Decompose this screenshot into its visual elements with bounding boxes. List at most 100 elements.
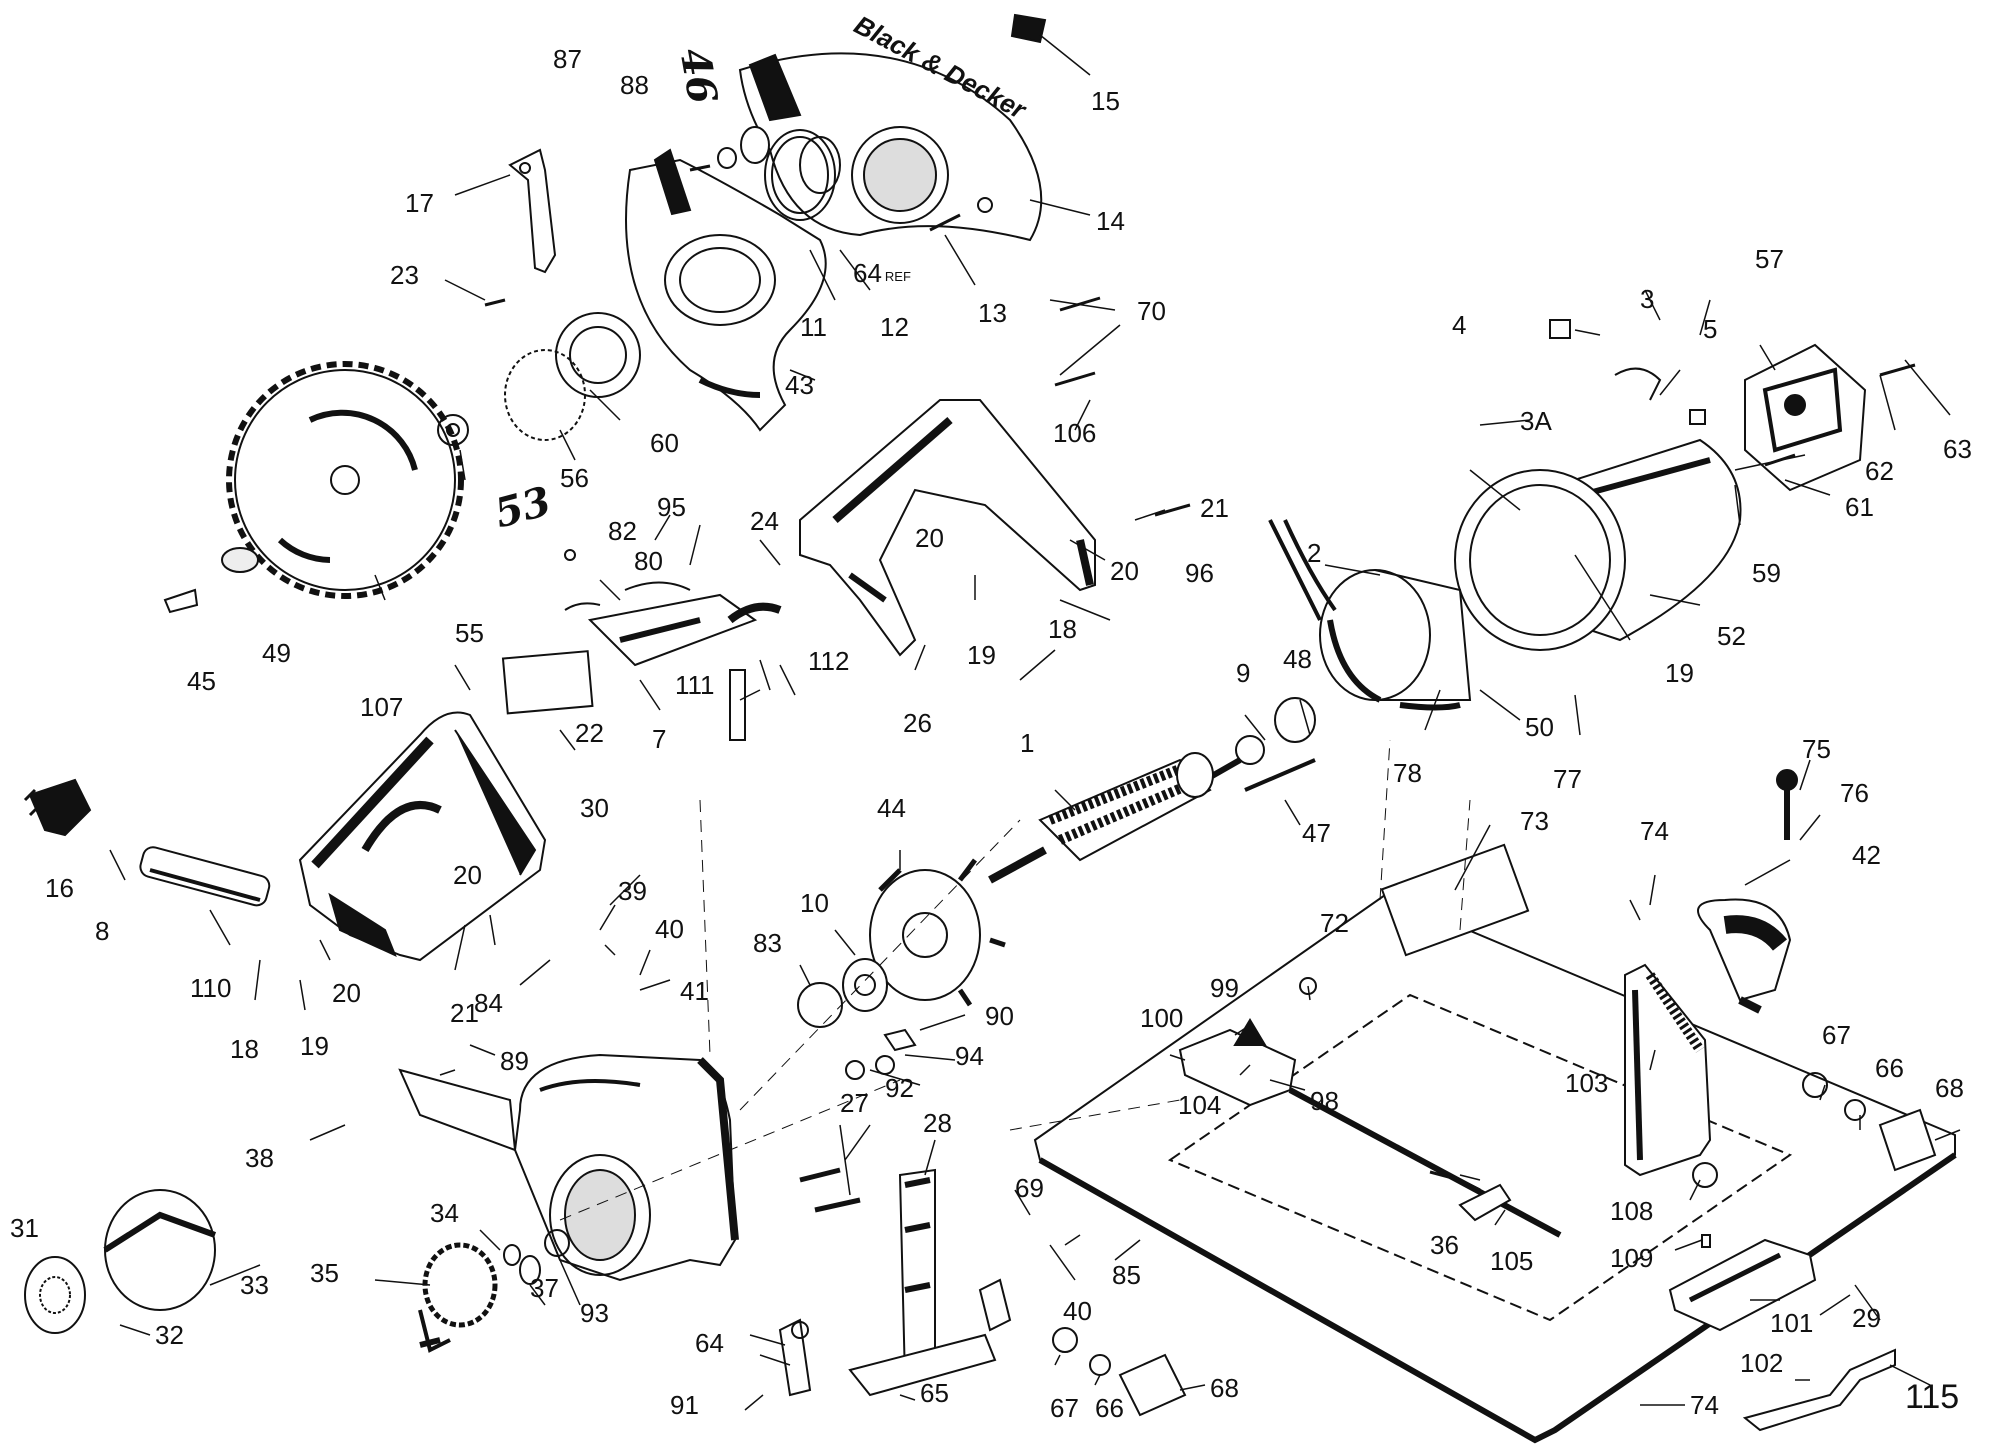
washer-92 — [845, 1060, 865, 1080]
callout-112: 112 — [808, 646, 850, 676]
callout-26: 26 — [903, 708, 932, 738]
callout-8: 8 — [95, 916, 110, 946]
callout-2: 2 — [1307, 538, 1322, 568]
guard-tab — [1010, 13, 1047, 44]
callout-56: 56 — [560, 463, 589, 493]
callout-47: 47 — [1302, 818, 1331, 848]
key-34 — [503, 1244, 521, 1266]
callout-92: 92 — [885, 1073, 914, 1103]
callout-14: 14 — [1096, 206, 1125, 236]
callout-1: 1 — [1020, 728, 1035, 758]
callout-45: 45 — [187, 666, 216, 696]
callout-65: 65 — [920, 1378, 949, 1408]
callout-69: 69 — [1015, 1173, 1044, 1203]
knob-75 — [1776, 769, 1798, 791]
callout-34: 34 — [430, 1198, 459, 1228]
callout-20b: 20 — [1110, 556, 1139, 586]
callout-29: 29 — [1852, 1303, 1881, 1333]
callout-23: 23 — [390, 260, 419, 290]
callout-107: 107 — [360, 692, 404, 722]
brush-4 — [1549, 319, 1571, 339]
gear-case — [513, 1053, 739, 1282]
callout-18a: 18 — [1048, 614, 1077, 644]
terminal-5 — [1689, 409, 1706, 425]
callout-60: 60 — [650, 428, 679, 458]
callout-101: 101 — [1770, 1308, 1814, 1338]
callout-111: 111 — [675, 670, 715, 700]
callout-15: 15 — [1091, 86, 1120, 116]
callout-21b: 21 — [450, 998, 479, 1028]
washer-67a — [1802, 1072, 1828, 1098]
lower-blade-guard — [625, 148, 827, 432]
motor-housing — [1454, 438, 1742, 651]
callout-95: 95 — [657, 492, 686, 522]
callout-48: 48 — [1283, 644, 1312, 674]
callout-67b: 67 — [1050, 1393, 1079, 1423]
saw-blade — [226, 361, 464, 599]
callout-7: 7 — [652, 724, 667, 754]
callout-37: 37 — [530, 1273, 559, 1303]
callout-64b: 64 — [695, 1328, 724, 1358]
pivot-bracket — [1178, 1028, 1297, 1107]
callout-80: 80 — [634, 546, 663, 576]
brush-spring-3 — [1614, 367, 1662, 401]
callout-59: 59 — [1752, 558, 1781, 588]
wire-95 — [624, 581, 691, 591]
screw-47 — [1244, 758, 1316, 792]
label-73 — [1380, 843, 1530, 957]
callout-77: 77 — [1553, 764, 1582, 794]
callout-5: 5 — [1703, 314, 1718, 344]
switch-bracket-7 — [587, 593, 758, 667]
clip-111 — [729, 669, 746, 741]
callout-16: 16 — [45, 873, 74, 903]
callout-38: 38 — [245, 1143, 274, 1173]
callout-19b: 19 — [1665, 658, 1694, 688]
lever-64 — [778, 1318, 812, 1397]
callout-115: 115 — [1905, 1378, 1960, 1416]
callout-68a: 68 — [1935, 1073, 1964, 1103]
callout-75: 75 — [1802, 734, 1831, 764]
callout-91: 91 — [670, 1390, 699, 1420]
spring-80 — [564, 602, 601, 611]
lever-17 — [508, 148, 557, 274]
callout-49: 49 — [262, 638, 291, 668]
callout-50: 50 — [1525, 712, 1554, 742]
bearing-9 — [1235, 735, 1265, 765]
callout-52: 52 — [1717, 621, 1746, 651]
brush-holder — [1744, 343, 1867, 492]
callout-12: 12 — [880, 312, 909, 342]
callout-40a: 40 — [655, 914, 684, 944]
lever-105 — [1458, 1183, 1512, 1222]
callout-33: 33 — [240, 1270, 269, 1300]
callout-66a: 66 — [1875, 1053, 1904, 1083]
callout-84: 84 — [474, 988, 503, 1018]
callout-93: 93 — [580, 1298, 609, 1328]
callout-74a: 74 — [1640, 816, 1669, 846]
motor-field — [1268, 519, 1472, 711]
callout-67a: 67 — [1822, 1020, 1851, 1050]
base-shoe — [1033, 893, 1957, 1444]
knob-42 — [1697, 898, 1792, 1002]
bushing-88 — [740, 126, 770, 164]
callout-44: 44 — [877, 793, 906, 823]
callout-17: 17 — [405, 188, 434, 218]
washer-93 — [544, 1229, 570, 1257]
washer-67b — [1052, 1327, 1078, 1353]
callout-82: 82 — [608, 516, 637, 546]
callout-27: 27 — [840, 1088, 869, 1118]
callout-19c: 19 — [300, 1031, 329, 1061]
washer-60 — [555, 312, 641, 398]
callout-102: 102 — [1740, 1348, 1784, 1378]
callout-20d: 20 — [332, 978, 361, 1008]
callout-63: 63 — [1943, 434, 1972, 464]
clamp-101 — [1668, 1238, 1817, 1332]
callout-87: 87 — [553, 44, 582, 74]
callout-41: 41 — [680, 976, 709, 1006]
callout-90: 90 — [985, 1001, 1014, 1031]
knob-27 — [799, 1167, 861, 1213]
front-handle — [298, 711, 547, 962]
knob-68b — [1118, 1353, 1187, 1417]
callout-30: 30 — [580, 793, 609, 823]
